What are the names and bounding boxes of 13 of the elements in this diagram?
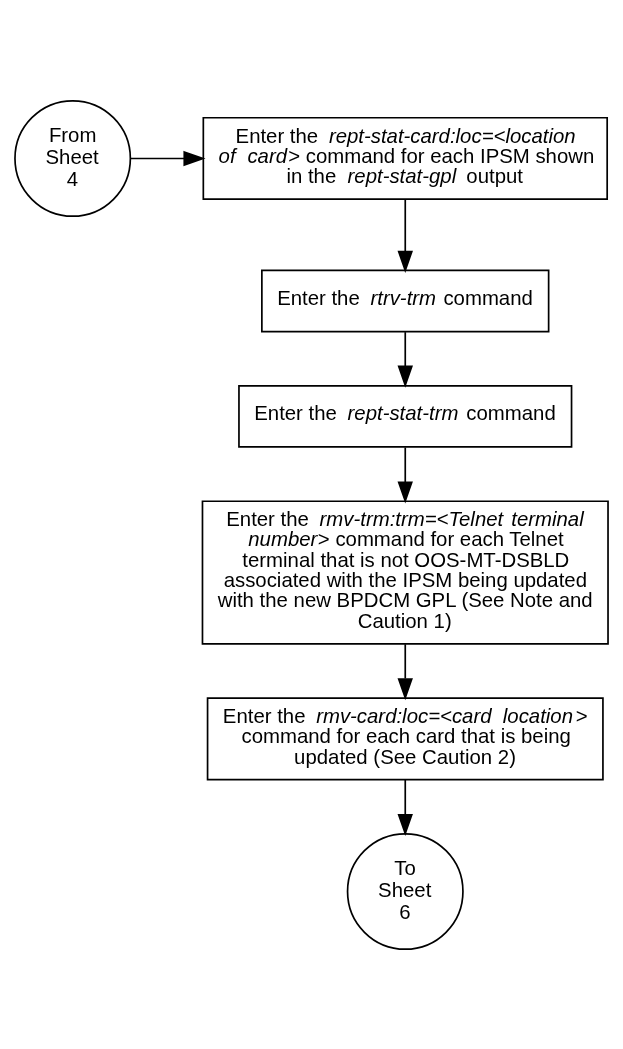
arrow bbox=[397, 778, 413, 836]
arrow bbox=[129, 150, 206, 166]
node-circle: To Sheet 6 bbox=[346, 832, 464, 950]
node-circle: From Sheet 4 bbox=[14, 99, 132, 217]
node-box: Enter the rmv-card:loc=<card location> command for each card that is being updated (See Caution 2) bbox=[206, 696, 604, 780]
arrow bbox=[397, 446, 413, 503]
node-box: Enter the rtrv-trm command bbox=[261, 269, 550, 332]
arrow bbox=[397, 198, 413, 273]
node-box: Enter the rept-stat-trm command bbox=[238, 384, 573, 448]
arrow bbox=[397, 642, 413, 700]
node-box: Enter the rmv-trm:trm=<Telnet terminal number> command for each Telnet terminal that is not OOS-MT-DSBLD associated with the IPSM being updated with the new BPDCM GPL (See Note and Caution 1) bbox=[201, 499, 609, 645]
node-box: Enter the rept-stat-card:loc=<location of card> command for each IPSM shown in the rept-stat-gpl output bbox=[202, 116, 609, 200]
arrow bbox=[397, 330, 413, 388]
